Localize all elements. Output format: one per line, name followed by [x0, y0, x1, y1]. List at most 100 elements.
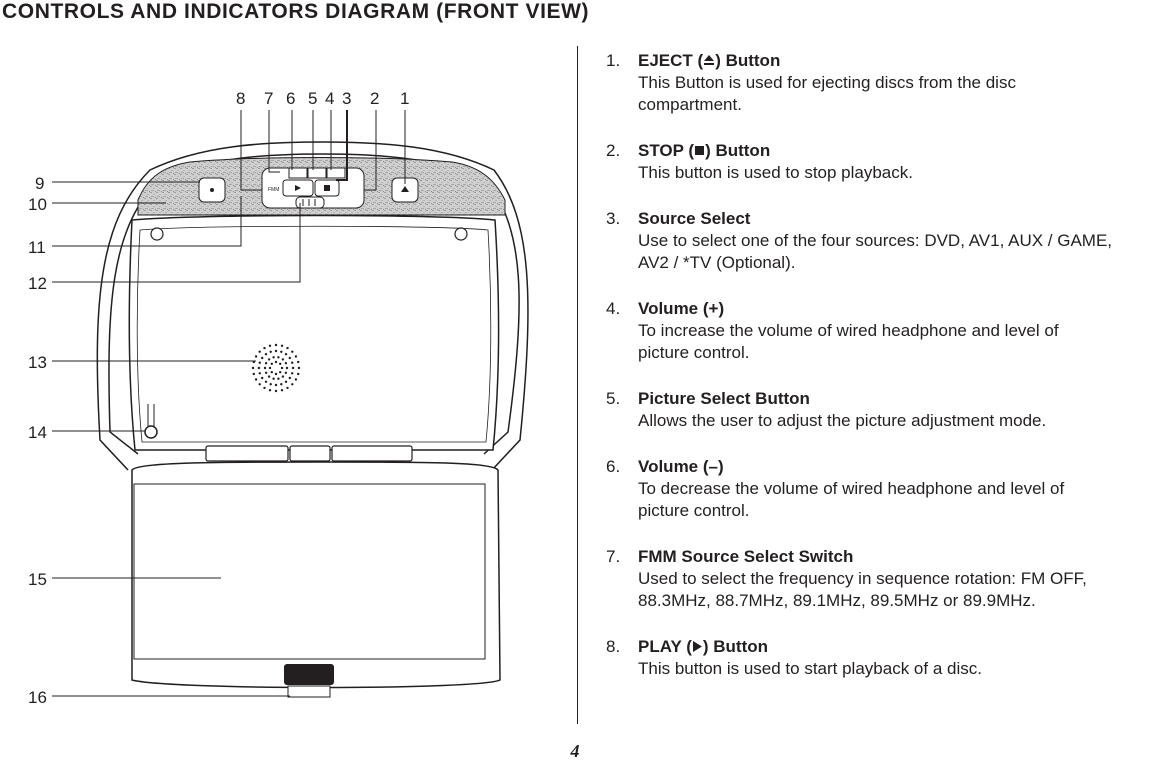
left-callout-numbers: 9 10 11 12 13 14 15 16 — [28, 174, 47, 707]
item-title: EJECT () Button — [638, 51, 781, 70]
list-item-picture-select: 5. Picture Select Button Allows the user… — [606, 388, 1150, 432]
fmm-switch[interactable] — [295, 196, 325, 209]
sensor-dot — [270, 371, 273, 374]
play-button[interactable] — [282, 179, 314, 197]
sensor-dot — [277, 356, 280, 359]
sensor-dot — [274, 360, 278, 364]
sensor-dot — [280, 344, 284, 347]
callout-11: 11 — [28, 238, 46, 257]
callout-leaders — [52, 110, 406, 697]
fmm-label: FMM — [268, 187, 279, 193]
sensor-dot — [251, 366, 255, 370]
item-title: FMM Source Select Switch — [638, 547, 854, 566]
sensor-dot — [254, 378, 258, 381]
picture-select-button[interactable] — [307, 167, 327, 179]
sensor-dot — [281, 358, 285, 361]
housing — [96, 141, 529, 471]
sensor-dot — [281, 375, 285, 378]
item-number: 3. — [606, 209, 621, 228]
callout-6: 6 — [286, 89, 295, 108]
sensor-dot — [280, 366, 284, 370]
item-title: STOP () Button — [638, 141, 771, 160]
item-title: Source Select — [638, 209, 751, 228]
item-number: 8. — [606, 637, 621, 656]
callout-4: 4 — [325, 89, 334, 108]
lcd-screen — [131, 461, 501, 689]
item-desc-line: picture control. — [638, 501, 750, 520]
item-desc-line: Use to select one of the four sources: D… — [638, 231, 1113, 250]
item-number: 2. — [606, 141, 621, 160]
item-desc-line: Used to select the frequency in sequence… — [638, 569, 1087, 588]
sensor-dot — [268, 344, 272, 347]
item-desc-line: Allows the user to adjust the picture ad… — [638, 411, 1047, 430]
sensor-dot — [274, 349, 278, 353]
item-title: Volume (–) — [638, 457, 724, 476]
sensor-dot — [268, 366, 272, 370]
sensor-dot — [297, 372, 300, 376]
callout-15: 15 — [28, 570, 47, 589]
callout-9: 9 — [35, 174, 44, 193]
front-view-diagram: FMM — [28, 89, 529, 707]
sensor-dot — [277, 377, 280, 380]
page-number: 4 — [570, 741, 580, 761]
list-item-play: 8. PLAY () Button This button is used to… — [606, 636, 1150, 680]
sensor-dot — [280, 383, 283, 386]
sensor-dot — [284, 353, 288, 356]
sensor-dot — [274, 383, 278, 387]
sensor-dot — [291, 350, 294, 353]
sensor-dot — [252, 372, 255, 376]
sensor-dot — [284, 380, 288, 383]
sensor-dot — [286, 346, 289, 350]
sensor-dot — [257, 366, 261, 370]
sensor-dot — [284, 371, 288, 374]
sensor-dot — [294, 355, 298, 358]
item-desc-line: AV2 / *TV (Optional). — [638, 253, 796, 272]
sensor-dot — [280, 350, 283, 353]
screen-release-latch[interactable] — [284, 664, 334, 698]
sensor-dot — [258, 383, 261, 386]
play-icon — [692, 641, 702, 652]
stop-button[interactable] — [314, 179, 340, 197]
item-desc-line: This Button is used for ejecting discs f… — [638, 73, 1016, 92]
sensor-dot — [274, 389, 278, 393]
sensor-dot — [264, 362, 268, 365]
item-title: Volume (+) — [638, 299, 725, 318]
sensor-dot — [258, 372, 261, 375]
sensor-dot — [291, 372, 294, 375]
callout-2: 2 — [370, 89, 379, 108]
sensor-dot — [291, 383, 294, 386]
item-desc-line: This button is used to start playback of… — [638, 659, 982, 678]
sensor-dot — [263, 346, 266, 350]
callout-12: 12 — [28, 274, 47, 293]
list-item-volume-minus: 6. Volume (–) To decrease the volume of … — [606, 456, 1150, 522]
sensor-dot — [264, 353, 268, 356]
volume-minus-button[interactable] — [288, 167, 308, 179]
source-select-button[interactable] — [198, 177, 226, 203]
dome-light-panel — [128, 214, 500, 451]
column-divider — [577, 46, 578, 724]
sensor-dot — [264, 380, 268, 383]
hinge — [205, 445, 413, 462]
sensor-dot — [285, 366, 289, 370]
ir-sensor-dots — [251, 343, 301, 393]
list-item-eject: 1. EJECT () Button This Button is used f… — [606, 50, 1150, 116]
volume-plus-button[interactable] — [326, 167, 346, 179]
list-item-stop: 2. STOP () Button This button is used to… — [606, 140, 1150, 184]
callout-8: 8 — [236, 89, 245, 108]
controls-list: 1. EJECT () Button This Button is used f… — [606, 50, 1150, 680]
sensor-dot — [279, 362, 282, 365]
item-number: 5. — [606, 389, 621, 408]
sensor-dot — [258, 361, 261, 364]
callout-7: 7 — [264, 89, 273, 108]
sensor-dot — [270, 362, 273, 365]
sensor-dot — [280, 389, 284, 392]
power-indicator — [144, 404, 158, 439]
sensor-dot — [267, 358, 271, 361]
item-number: 7. — [606, 547, 621, 566]
stop-icon — [695, 146, 705, 155]
sensor-dot — [261, 376, 264, 380]
sensor-dot — [258, 350, 261, 353]
sensor-dot — [291, 361, 294, 364]
sensor-dot — [279, 371, 282, 374]
item-desc-line: picture control. — [638, 343, 750, 362]
